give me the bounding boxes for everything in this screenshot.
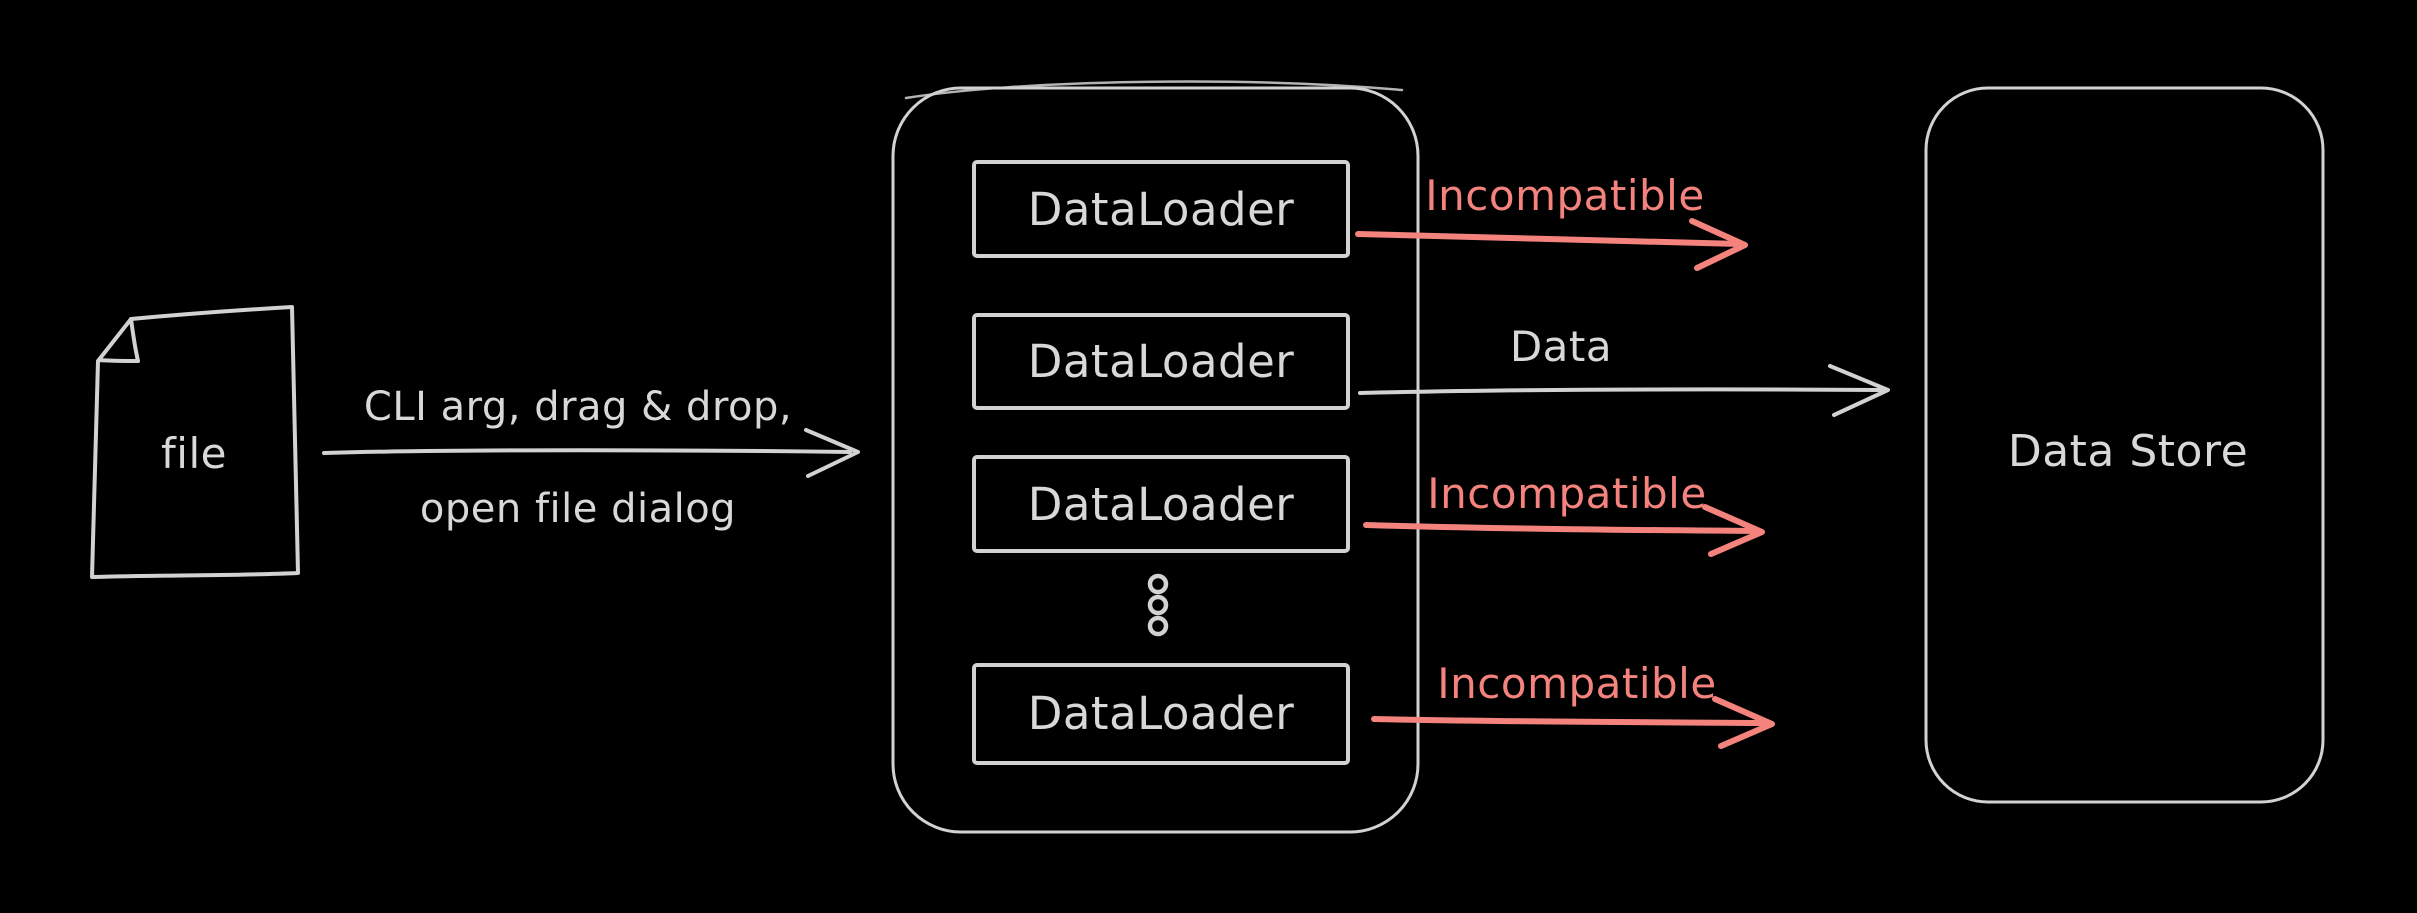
incompatible-label-2: Incompatible: [1427, 469, 1706, 518]
file-corner-fold: [97, 317, 140, 363]
dataloader-label: DataLoader: [1028, 687, 1295, 740]
incompatible-label-3: Incompatible: [1437, 659, 1716, 708]
incompatible-arrow-line-3: [1371, 716, 1768, 726]
dataloader-box: [972, 663, 1350, 765]
ellipsis-dot: [1147, 594, 1169, 616]
incompatible-arrow-head-3: [1712, 696, 1775, 749]
incompatible-arrow-line-1: [1355, 231, 1743, 247]
container-sketch-overstroke: [904, 80, 1404, 100]
ellipsis-dot: [1147, 573, 1169, 595]
input-arrow-line: [322, 448, 852, 455]
dataloader-label: DataLoader: [1028, 478, 1295, 531]
dataloader-container: [891, 86, 1420, 834]
ellipsis-dot: [1147, 615, 1169, 637]
incompatible-arrow-line-2: [1363, 522, 1758, 534]
dataloader-label: DataLoader: [1028, 335, 1295, 388]
dataloader-box: [972, 313, 1350, 410]
dataloader-label: DataLoader: [1028, 183, 1295, 236]
data-store-label: Data Store: [2008, 426, 2248, 477]
file-label: file: [161, 429, 227, 478]
data-arrow-head: [1828, 364, 1890, 417]
input-arrow-label-line2: open file dialog: [420, 486, 736, 532]
incompatible-arrow-head-1: [1689, 218, 1748, 271]
data-label: Data: [1510, 322, 1612, 371]
dataloader-box: [972, 455, 1350, 553]
incompatible-arrow-head-2: [1702, 504, 1765, 557]
input-arrow-head: [804, 428, 860, 478]
data-store-box: [1924, 86, 2325, 804]
data-arrow-line: [1358, 387, 1884, 395]
incompatible-label-1: Incompatible: [1425, 171, 1704, 220]
dataloader-box: [972, 160, 1350, 258]
gray-artwork: [90, 80, 2325, 834]
red-text: Incompatible Incompatible Incompatible: [1425, 171, 1716, 708]
input-arrow-label-line1: CLI arg, drag & drop,: [364, 384, 792, 430]
file-shape: [90, 305, 300, 579]
gray-text: file CLI arg, drag & drop, open file dia…: [161, 183, 2248, 740]
red-artwork: [1355, 218, 1775, 749]
